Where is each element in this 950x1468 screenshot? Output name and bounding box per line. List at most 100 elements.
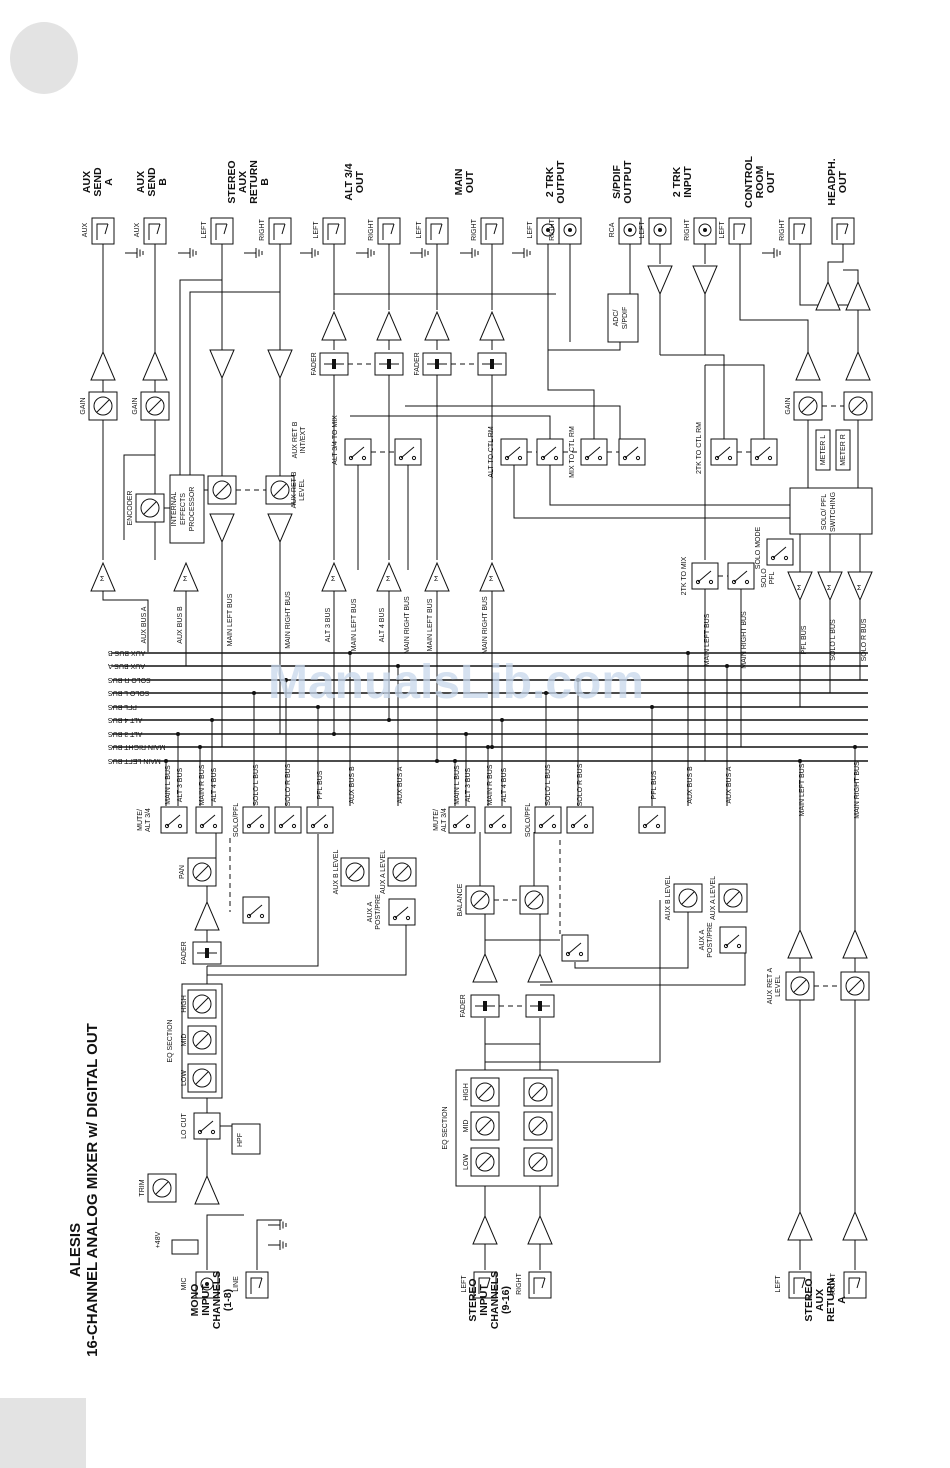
aux-send-a-heading-line-0: AUX <box>81 171 93 193</box>
ret-a-r-level-amp <box>842 928 868 959</box>
hpf-box <box>231 1123 261 1155</box>
switch-pole <box>736 943 742 949</box>
hp-l-amp <box>815 280 841 311</box>
trk-in-right-jack-label: RIGHT <box>684 218 691 241</box>
knob-circle <box>848 396 868 416</box>
knob-circle <box>392 862 412 882</box>
switch-lever <box>756 446 771 459</box>
control-room-out-heading-line-2: OUT <box>765 170 777 193</box>
main-right-jack-label: RIGHT <box>471 218 478 241</box>
line-input-jack <box>245 1271 269 1299</box>
alt-main-right-label: MAIN RIGHT BUS <box>404 596 411 654</box>
stereo-aux-return-b-heading-line-0: STEREO <box>226 160 238 203</box>
rca-ring <box>623 223 637 237</box>
alt-to-ctl-rm-label: ALT TO CTL RM <box>488 426 495 478</box>
st-post-amp-l <box>472 952 498 983</box>
st-solo_l_bus-label: SOLO L BUS <box>545 764 552 806</box>
switch-lever <box>572 814 587 827</box>
effects-processor-box <box>169 474 205 544</box>
ret-b-right-level-amp <box>267 513 293 544</box>
trk-to-ctl <box>547 350 595 439</box>
switch-pole <box>642 823 648 829</box>
solo-mode-label: SOLO MODE <box>755 526 762 569</box>
mic-label: MIC <box>181 1278 188 1291</box>
st-aux_bus_b-label: AUX BUS B <box>687 766 694 804</box>
cr-l-wire <box>739 244 809 352</box>
fader-cap <box>490 359 494 369</box>
aux-send-b-gain-label: GAIN <box>132 397 139 414</box>
knob-circle <box>678 888 698 908</box>
control-room-out-heading-line-1: ROOM <box>754 165 766 198</box>
junction-dot <box>210 718 214 722</box>
knob-slash <box>801 399 815 413</box>
spdif-output-heading-line-0: S/PDIF <box>611 164 623 198</box>
main-out-heading-line-1: OUT <box>464 170 476 193</box>
ret-b-left-jack <box>210 217 234 245</box>
switch-lever <box>199 1120 214 1133</box>
knob-circle <box>192 994 212 1014</box>
knob-circle <box>212 480 232 500</box>
mono-pfl-feed <box>207 834 319 967</box>
jack-contact <box>478 1277 490 1294</box>
switch-pole <box>731 579 737 585</box>
switch-pole <box>210 1129 216 1135</box>
cr-right-jack <box>788 217 812 245</box>
ctl-r-bus <box>549 465 790 506</box>
cr-l-amp <box>795 350 821 381</box>
switch-pole <box>465 823 471 829</box>
st-mute-label-line-0: MUTE/ <box>433 809 440 831</box>
main-out-heading-line-0: MAIN <box>453 169 465 196</box>
switch-pole <box>744 579 750 585</box>
knob-slash <box>273 483 287 497</box>
aux-return-a-heading-line-0: STEREO <box>803 1278 815 1321</box>
solo-l-sum-amp <box>817 571 843 602</box>
rca-ring <box>563 223 577 237</box>
2trk-input-heading-line-1: INPUT <box>682 166 694 198</box>
switch-lever <box>312 814 327 827</box>
switch-pole <box>246 913 252 919</box>
knob-slash <box>395 865 409 879</box>
switch-lever <box>586 446 601 459</box>
rca-ring <box>200 1277 214 1291</box>
knob-circle <box>470 890 490 910</box>
trk-to-ctl-rm-label: 2TK TO CTL RM <box>696 422 703 474</box>
spdif-jack-label: RCA <box>609 222 616 237</box>
jack-spring <box>104 223 109 235</box>
rca-pin <box>658 228 662 232</box>
solo-pfl-switching-box <box>789 487 873 535</box>
switch-lever <box>733 570 748 583</box>
mute-alt34-label-line-1: ALT 3/4 <box>145 808 152 832</box>
phantom-power-label: +48V <box>155 1231 162 1248</box>
trim-label: TRIM <box>139 1179 146 1196</box>
jack-contact <box>250 1277 262 1294</box>
junction-dot <box>486 745 490 749</box>
st-eq-mid-label: MID <box>463 1120 470 1133</box>
trk-in-left-jack-label: LEFT <box>639 221 646 239</box>
mic-preamp <box>194 1174 220 1205</box>
trk-in-l-amp <box>647 265 673 296</box>
ret-a-main-right-label: MAIN RIGHT BUS <box>854 761 861 819</box>
switch-pole <box>197 1129 203 1135</box>
alt3-bus-label: ALT 3 BUS <box>325 607 332 642</box>
summing-sigma: Σ <box>827 585 832 592</box>
jack-contact <box>793 223 805 240</box>
jack-spring <box>335 223 340 235</box>
mono-pfl_bus-label: PFL BUS <box>317 770 324 799</box>
jack-spring <box>844 223 849 235</box>
junction-dot <box>464 732 468 736</box>
bus-label-4: PFL BUS <box>108 703 137 710</box>
ret-b-right-jack-label: RIGHT <box>259 218 266 241</box>
aux-ret-a-left-label: LEFT <box>775 1275 782 1293</box>
jack-spring <box>741 223 746 235</box>
diagram-title: 16-CHANNEL ANALOG MIXER w/ DIGITAL OUT <box>84 1023 101 1357</box>
jack-contact <box>793 1277 805 1294</box>
switch-pole <box>278 823 284 829</box>
line-label: LINE <box>233 1276 240 1292</box>
watermark-text: ManualsLib.com <box>268 656 644 709</box>
effects-processor-label-line-2: PROCESSOR <box>189 487 196 532</box>
trk-to-mix-label: 2TK TO MIX <box>681 556 688 595</box>
aux-ret-b-level-label-line-0: AUX RET B <box>291 471 298 508</box>
mono-aux_bus_b-label: AUX BUS B <box>349 766 356 804</box>
switch-pole <box>392 915 398 921</box>
2trk-input-heading-line-0: 2 TRK <box>671 166 683 197</box>
